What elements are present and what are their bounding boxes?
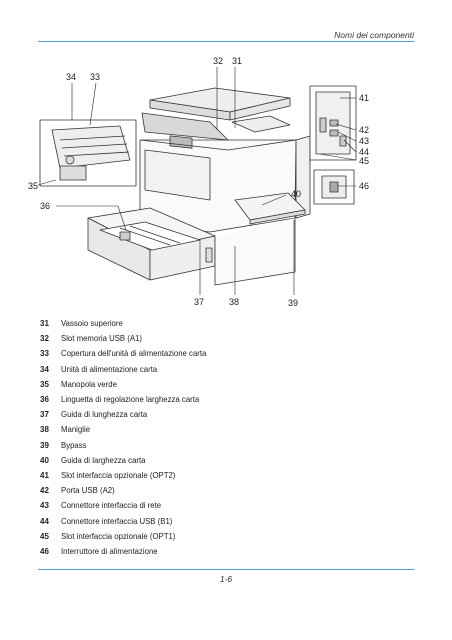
- legend-text: Copertura dell'unità di alimentazione ca…: [61, 349, 207, 359]
- footer-rule: [38, 569, 414, 570]
- callout-43: 43: [359, 136, 369, 146]
- legend-number: 35: [40, 379, 49, 389]
- legend-number: 44: [40, 516, 49, 526]
- legend-item: 41 Slot interfaccia opzionale (OPT2): [40, 468, 420, 483]
- component-legend: 31 Vassoio superiore 32 Slot memoria USB (…: [40, 316, 420, 559]
- legend-text: Guida di lunghezza carta: [61, 410, 148, 420]
- legend-text: Maniglie: [61, 425, 91, 435]
- legend-number: 45: [40, 531, 49, 541]
- legend-item: 39 Bypass: [40, 438, 420, 453]
- callout-34: 34: [66, 72, 76, 82]
- callout-45: 45: [359, 156, 369, 166]
- legend-text: Slot interfaccia opzionale (OPT1): [61, 531, 176, 541]
- legend-number: 31: [40, 319, 49, 329]
- legend-item: 37 Guida di lunghezza carta: [40, 407, 420, 422]
- callout-37: 37: [194, 297, 204, 307]
- legend-text: Bypass: [61, 440, 87, 450]
- legend-number: 42: [40, 486, 49, 496]
- legend-text: Vassoio superiore: [61, 319, 123, 329]
- legend-text: Linguetta di regolazione larghezza carta: [61, 395, 200, 405]
- legend-item: 40 Guida di larghezza carta: [40, 453, 420, 468]
- legend-item: 46 Interruttore di alimentazione: [40, 544, 420, 559]
- legend-item: 45 Slot interfaccia opzionale (OPT1): [40, 529, 420, 544]
- header-title: Nomi dei componenti: [334, 30, 414, 40]
- legend-text: Slot memoria USB (A1): [61, 334, 143, 344]
- legend-number: 41: [40, 470, 49, 480]
- legend-number: 37: [40, 410, 49, 420]
- callout-31: 31: [232, 56, 242, 66]
- callout-36: 36: [40, 201, 50, 211]
- callout-32: 32: [213, 56, 223, 66]
- legend-item: 42 Porta USB (A2): [40, 483, 420, 498]
- legend-item: 36 Linguetta di regolazione larghezza car…: [40, 392, 420, 407]
- legend-item: 35 Manopola verde: [40, 377, 420, 392]
- callout-39: 39: [288, 298, 298, 308]
- callout-38: 38: [229, 297, 239, 307]
- legend-text: Connettore interfaccia di rete: [61, 501, 162, 511]
- legend-item: 33 Copertura dell'unità di alimentazione …: [40, 346, 420, 361]
- legend-text: Guida di larghezza carta: [61, 455, 146, 465]
- callout-42: 42: [359, 125, 369, 135]
- callout-35: 35: [28, 181, 38, 191]
- legend-number: 38: [40, 425, 49, 435]
- legend-item: 43 Connettore interfaccia di rete: [40, 498, 420, 513]
- legend-number: 46: [40, 546, 49, 556]
- legend-item: 44 Connettore interfaccia USB (B1): [40, 513, 420, 528]
- legend-number: 32: [40, 334, 49, 344]
- callout-41: 41: [359, 93, 369, 103]
- legend-text: Slot interfaccia opzionale (OPT2): [61, 470, 176, 480]
- copier-illustration: 32 31 34 33 35 36 37 38 39 40 41 42 43 4…: [28, 56, 369, 308]
- legend-text: Connettore interfaccia USB (B1): [61, 516, 173, 526]
- legend-item: 31 Vassoio superiore: [40, 316, 420, 331]
- page-number: 1-6: [219, 574, 233, 584]
- legend-text: Unità di alimentazione carta: [61, 364, 158, 374]
- legend-number: 36: [40, 395, 49, 405]
- legend-number: 33: [40, 349, 49, 359]
- legend-number: 34: [40, 364, 49, 374]
- legend-number: 39: [40, 440, 49, 450]
- legend-text: Interruttore di alimentazione: [61, 546, 158, 556]
- legend-item: 34 Unità di alimentazione carta: [40, 362, 420, 377]
- callout-44: 44: [359, 147, 369, 157]
- callout-46: 46: [359, 181, 369, 191]
- legend-text: Porta USB (A2): [61, 486, 115, 496]
- legend-number: 40: [40, 455, 49, 465]
- legend-item: 32 Slot memoria USB (A1): [40, 331, 420, 346]
- header-rule: [38, 41, 414, 42]
- legend-text: Manopola verde: [61, 379, 117, 389]
- legend-item: 38 Maniglie: [40, 422, 420, 437]
- legend-number: 43: [40, 501, 49, 511]
- callout-33: 33: [90, 72, 100, 82]
- callout-40: 40: [291, 189, 301, 199]
